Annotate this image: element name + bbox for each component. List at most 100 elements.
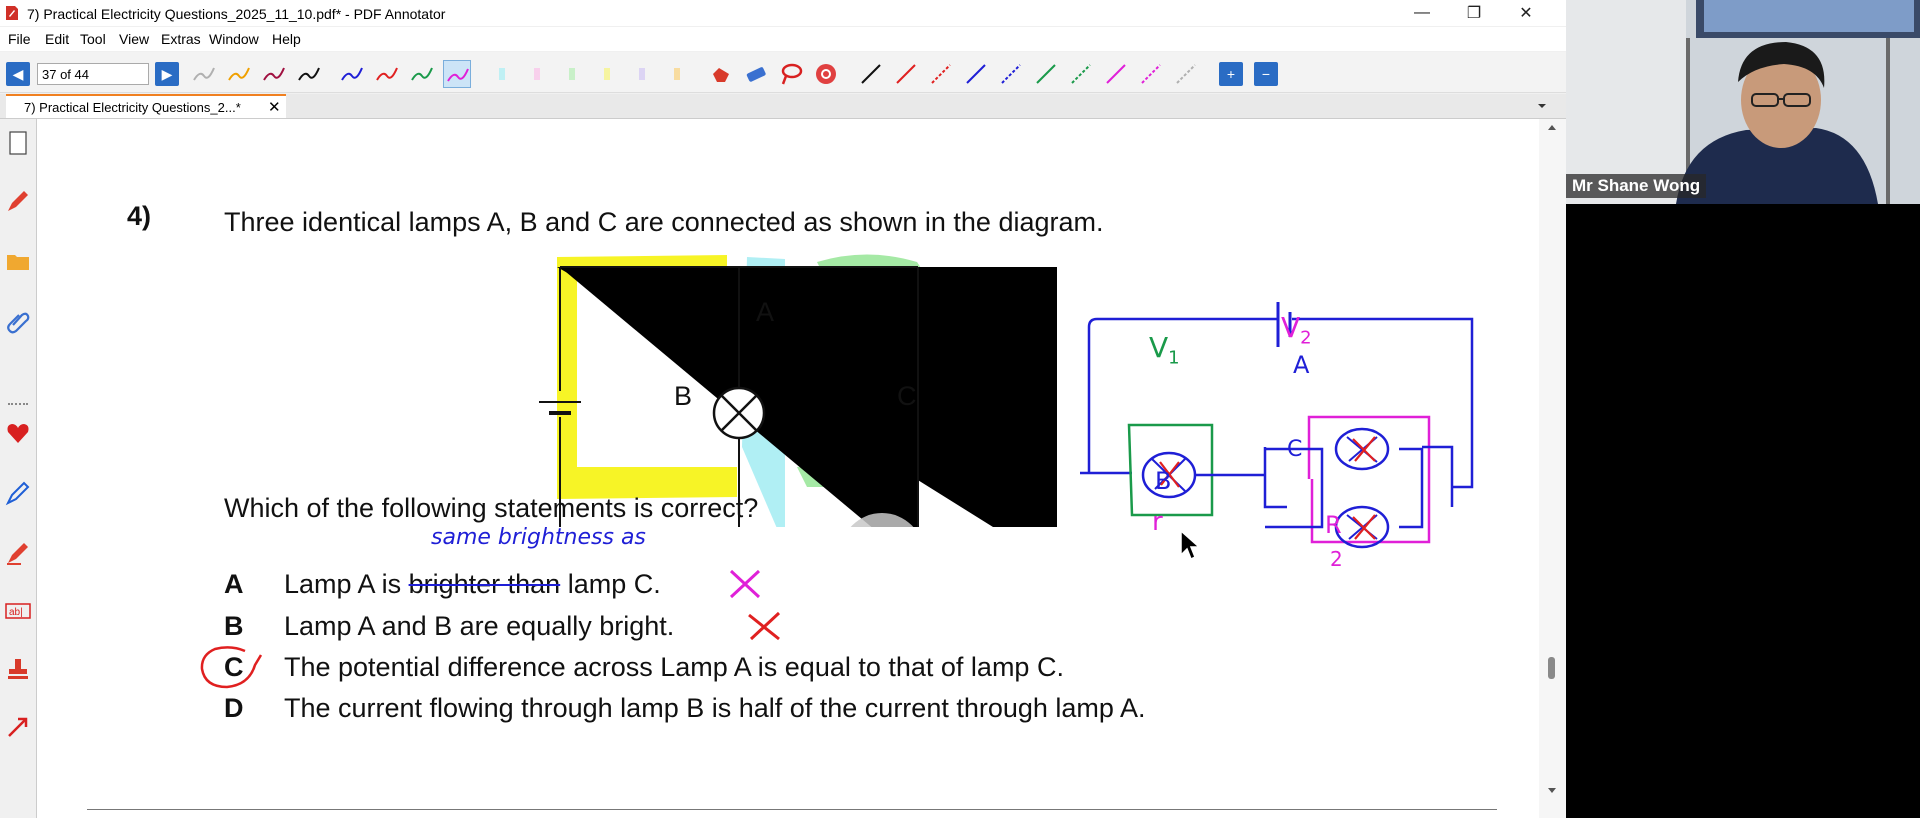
arrow-icon[interactable] <box>4 713 32 741</box>
eraser-tool[interactable] <box>742 60 770 88</box>
highlighter-icon[interactable] <box>4 539 32 567</box>
minimize-button[interactable]: — <box>1414 4 1430 21</box>
line-green-dashed-tool[interactable] <box>1067 60 1095 88</box>
play-overlay-icon <box>850 513 914 527</box>
pen-orange-tool[interactable] <box>225 60 253 88</box>
stamp-icon[interactable] <box>4 655 32 683</box>
line-magenta-tool[interactable] <box>1102 60 1130 88</box>
line-magenta-icon <box>1106 64 1126 84</box>
lasso-icon <box>781 63 803 85</box>
highlighter-cyan-tool[interactable] <box>488 60 516 88</box>
menu-bar: File Edit Tool View Extras Window Help <box>0 27 1566 51</box>
pen-black-icon <box>298 67 320 81</box>
line-blue-tool[interactable] <box>962 60 990 88</box>
annotation-r: r <box>1152 507 1163 537</box>
highlighter-lavender-tool[interactable] <box>628 60 656 88</box>
menu-help[interactable]: Help <box>272 31 301 47</box>
line-red-tool[interactable] <box>892 60 920 88</box>
lamp-a-label: A <box>756 297 775 327</box>
tab-bar: 7) Practical Electricity Questions_2...*… <box>0 94 1566 119</box>
document-page[interactable]: 4) Three identical lamps A, B and C are … <box>37 119 1539 818</box>
page-indicator-field[interactable]: 37 of 44 <box>37 63 149 85</box>
scrollbar-thumb[interactable] <box>1548 657 1555 679</box>
close-window-button[interactable]: ✕ <box>1519 5 1533 22</box>
pen-black-tool[interactable] <box>295 60 323 88</box>
tool-sidebar: ab| <box>0 119 37 818</box>
page-bottom-rule <box>87 809 1497 810</box>
scroll-down-icon[interactable] <box>1547 787 1557 795</box>
option-b-wrong-mark-icon <box>748 611 781 641</box>
line-blue-dashed-tool[interactable] <box>997 60 1025 88</box>
pen-green-icon <box>411 67 433 81</box>
pen-grey-icon <box>193 67 215 81</box>
line-grey-dashed-tool[interactable] <box>1172 60 1200 88</box>
menu-view[interactable]: View <box>119 31 150 47</box>
add-button[interactable]: + <box>1219 62 1243 86</box>
tab-dropdown-icon[interactable] <box>1536 100 1548 112</box>
record-tool[interactable] <box>812 60 840 88</box>
line-red-dashed-tool[interactable] <box>927 60 955 88</box>
text-box-icon[interactable]: ab| <box>4 597 32 625</box>
option-c-letter: C <box>224 652 244 682</box>
highlighter-green-icon <box>569 68 575 80</box>
annotation-label-c: C <box>1287 437 1303 462</box>
heart-icon[interactable] <box>4 419 32 447</box>
pen-blue-tool[interactable] <box>338 60 366 88</box>
svg-text:ab|: ab| <box>9 607 23 618</box>
paperclip-icon[interactable] <box>4 307 32 335</box>
remove-button[interactable]: − <box>1254 62 1278 86</box>
eraser-icon <box>746 67 766 82</box>
tab-document[interactable]: 7) Practical Electricity Questions_2...*… <box>6 94 286 118</box>
annotation-label-a: A <box>1293 351 1310 379</box>
menu-window[interactable]: Window <box>209 31 259 47</box>
highlighter-orange-tool[interactable] <box>663 60 691 88</box>
lasso-tool[interactable] <box>777 60 805 88</box>
webcam-video <box>1566 0 1920 204</box>
line-black-icon <box>861 64 881 84</box>
pen-maroon-tool[interactable] <box>260 60 288 88</box>
tab-close-icon[interactable]: ✕ <box>268 99 281 116</box>
pdf-annotator-window: 7) Practical Electricity Questions_2025_… <box>0 0 1566 818</box>
annotation-r-denominator: 2 <box>1330 547 1343 571</box>
option-d-text: The current flowing through lamp B is ha… <box>284 693 1146 723</box>
line-magenta-dashed-tool[interactable] <box>1137 60 1165 88</box>
highlighter-cyan-icon <box>499 68 505 80</box>
pen-green-tool[interactable] <box>408 60 436 88</box>
menu-tool[interactable]: Tool <box>80 31 106 47</box>
menu-extras[interactable]: Extras <box>161 31 201 47</box>
line-blue-dashed-icon <box>1001 64 1021 84</box>
menu-file[interactable]: File <box>8 31 31 47</box>
annotation-insert-text: same brightness as <box>431 525 646 550</box>
pen-icon[interactable] <box>4 187 32 215</box>
scroll-up-icon[interactable] <box>1547 123 1557 131</box>
tab-label: 7) Practical Electricity Questions_2...* <box>24 100 241 115</box>
question-stem: Three identical lamps A, B and C are con… <box>224 207 1104 237</box>
next-page-button[interactable]: ▶ <box>155 62 179 86</box>
annotation-r-numerator: R <box>1325 511 1342 539</box>
highlighter-yellow-tool[interactable] <box>593 60 621 88</box>
previous-page-button[interactable]: ◀ <box>6 62 30 86</box>
circuit-diagram <box>539 254 1057 527</box>
line-green-tool[interactable] <box>1032 60 1060 88</box>
blue-pen-icon[interactable] <box>4 479 32 507</box>
pen-red-tool[interactable] <box>373 60 401 88</box>
annotation-v1: V1 <box>1149 331 1180 369</box>
record-icon <box>816 64 836 84</box>
pen-magenta-tool[interactable] <box>443 60 471 88</box>
folder-icon[interactable] <box>4 247 32 275</box>
highlighter-yellow-icon <box>604 68 610 80</box>
hand-tool[interactable] <box>707 60 735 88</box>
line-black-tool[interactable] <box>857 60 885 88</box>
line-green-dashed-icon <box>1071 64 1091 84</box>
blank-page-icon[interactable] <box>4 129 32 157</box>
maximize-button[interactable]: ❐ <box>1466 5 1482 22</box>
highlighter-green-tool[interactable] <box>558 60 586 88</box>
option-a-wrong-mark-icon <box>729 569 761 599</box>
pen-magenta-icon <box>447 68 469 82</box>
menu-edit[interactable]: Edit <box>45 31 70 47</box>
option-a-letter: A <box>224 569 244 599</box>
highlighter-pink-tool[interactable] <box>523 60 551 88</box>
pen-grey-tool[interactable] <box>190 60 218 88</box>
annotation-label-b: B <box>1155 467 1172 495</box>
vertical-scrollbar[interactable] <box>1539 119 1566 818</box>
